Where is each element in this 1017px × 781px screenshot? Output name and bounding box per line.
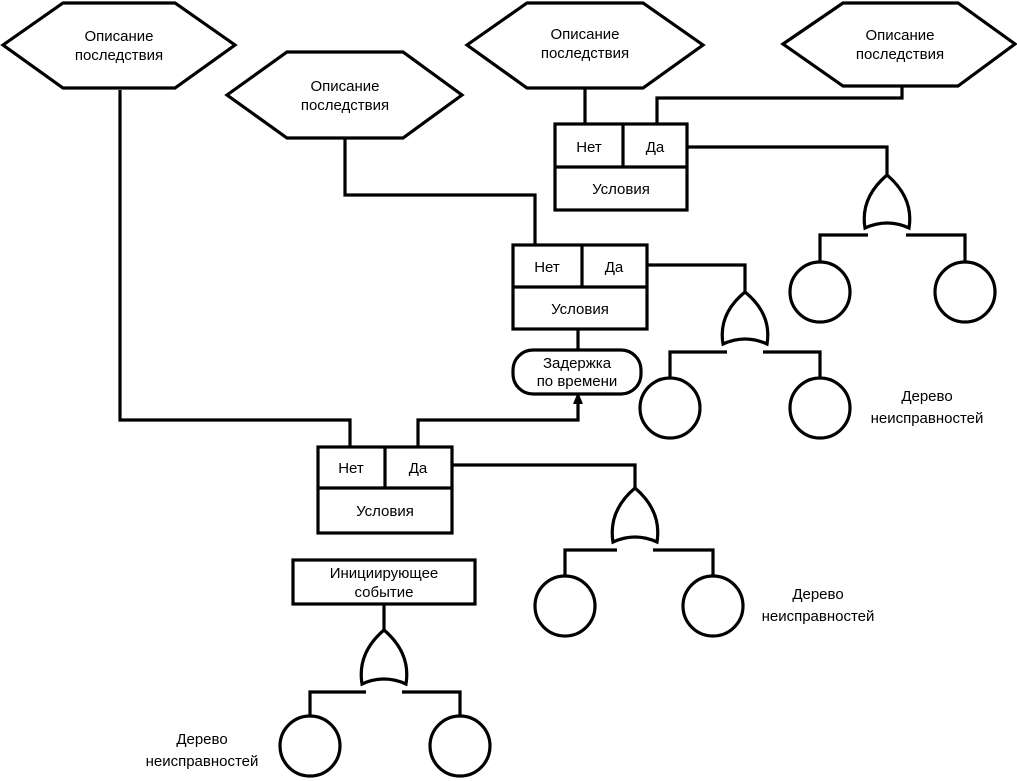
branch-top-conditions: Условия (592, 181, 650, 198)
fault-tree-1-line2: неисправностей (871, 410, 984, 427)
consequence-2: Описание последствия (224, 50, 465, 140)
basic-event-circle (788, 376, 852, 440)
initiating-event-line1: Инициирующее (330, 565, 439, 582)
fault-tree-2-line1: Дерево (792, 586, 843, 603)
fault-tree-1-line1: Дерево (901, 388, 952, 405)
time-delay-line2: по времени (537, 373, 618, 390)
consequence-3-line1: Описание (550, 26, 619, 43)
initiating-event-line2: событие (355, 584, 414, 601)
branch-bottom-yes: Да (409, 460, 428, 477)
branch-middle-no: Нет (534, 259, 560, 276)
time-delay: Задержка по времени (511, 348, 643, 396)
basic-event-circle (278, 714, 342, 778)
fault-tree-3-line1: Дерево (176, 731, 227, 748)
consequence-3-line2: последствия (541, 45, 629, 62)
basic-event-circle (788, 260, 852, 324)
time-delay-line1: Задержка (543, 355, 612, 372)
consequence-2-line2: последствия (301, 97, 389, 114)
fault-tree-label-3: Дерево неисправностей (146, 731, 259, 770)
branch-middle-yes: Да (605, 259, 624, 276)
branch-top-no: Нет (576, 139, 602, 156)
branch-block-middle: Нет Да Условия (511, 243, 649, 331)
branch-block-bottom: Нет Да Условия (316, 445, 454, 535)
fault-tree-label-1: Дерево неисправностей (871, 388, 984, 427)
connector-lines (118, 86, 967, 718)
fault-tree-label-2: Дерево неисправностей (762, 586, 875, 625)
fault-tree-3-line2: неисправностей (146, 753, 259, 770)
branch-middle-conditions: Условия (551, 301, 609, 318)
or-gate-2 (720, 289, 770, 347)
basic-event-circle (933, 260, 997, 324)
consequence-2-line1: Описание (310, 78, 379, 95)
consequence-1: Описание последствия (0, 1, 238, 90)
consequence-4: Описание последствия (780, 1, 1017, 88)
or-gate-4 (359, 627, 409, 687)
basic-events (278, 260, 997, 778)
consequence-1-line2: последствия (75, 47, 163, 64)
or-gate-3 (610, 485, 660, 545)
arrow-head-icon (573, 392, 583, 404)
consequence-4-line1: Описание (865, 27, 934, 44)
fault-tree-2-line2: неисправностей (762, 608, 875, 625)
branch-top-yes: Да (646, 139, 665, 156)
branch-block-top: Нет Да Условия (553, 122, 689, 212)
consequence-3: Описание последствия (464, 1, 706, 90)
consequence-4-line2: последствия (856, 46, 944, 63)
branch-bottom-conditions: Условия (356, 503, 414, 520)
or-gate-1 (862, 172, 912, 231)
basic-event-circle (638, 376, 702, 440)
initiating-event: Инициирующее событие (291, 558, 477, 606)
basic-event-circle (533, 574, 597, 638)
basic-event-circle (428, 714, 492, 778)
consequence-1-line1: Описание (84, 28, 153, 45)
branch-bottom-no: Нет (338, 460, 364, 477)
basic-event-circle (681, 574, 745, 638)
